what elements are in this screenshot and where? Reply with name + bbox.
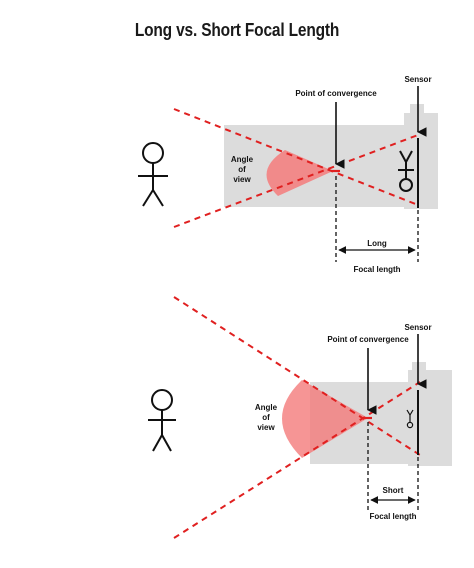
- sensor-label-long: Sensor: [404, 75, 431, 84]
- focal-measure-short: [367, 422, 419, 512]
- angle-of-view-wedge-short: [282, 380, 368, 458]
- convergence-label-short: Point of convergence: [327, 335, 409, 344]
- angle-label-line3-short: view: [257, 423, 275, 432]
- camera-silhouette-short: [310, 362, 452, 466]
- angle-label-line2-short: of: [262, 413, 270, 422]
- angle-of-view-wedge-long: [266, 150, 333, 196]
- convergence-label-long: Point of convergence: [295, 89, 377, 98]
- focal-label-short: Focal length: [369, 512, 416, 521]
- long-focal-diagram: Point of convergence Sensor Angle of vie…: [138, 75, 438, 274]
- sensor-long: [398, 138, 419, 208]
- focal-label-long: Focal length: [353, 265, 400, 274]
- camera-silhouette-long: [224, 104, 438, 209]
- stick-figure-subject-long: [138, 142, 168, 207]
- light-rays-short: [173, 296, 421, 539]
- short-focal-diagram: Point of convergence Sensor Angle of vie…: [148, 296, 452, 539]
- angle-label-line2-long: of: [238, 165, 246, 174]
- focal-measure-long: [335, 176, 419, 262]
- length-label-short: Short: [383, 486, 404, 495]
- sensor-label-short: Sensor: [404, 323, 431, 332]
- angle-label-line3-long: view: [233, 175, 251, 184]
- length-label-long: Long: [367, 239, 387, 248]
- angle-label-line1-short: Angle: [255, 403, 278, 412]
- page-title: Long vs. Short Focal Length: [134, 20, 340, 40]
- sensor-short: [406, 390, 419, 455]
- stick-figure-subject-short: [148, 389, 176, 452]
- angle-label-line1-long: Angle: [231, 155, 254, 164]
